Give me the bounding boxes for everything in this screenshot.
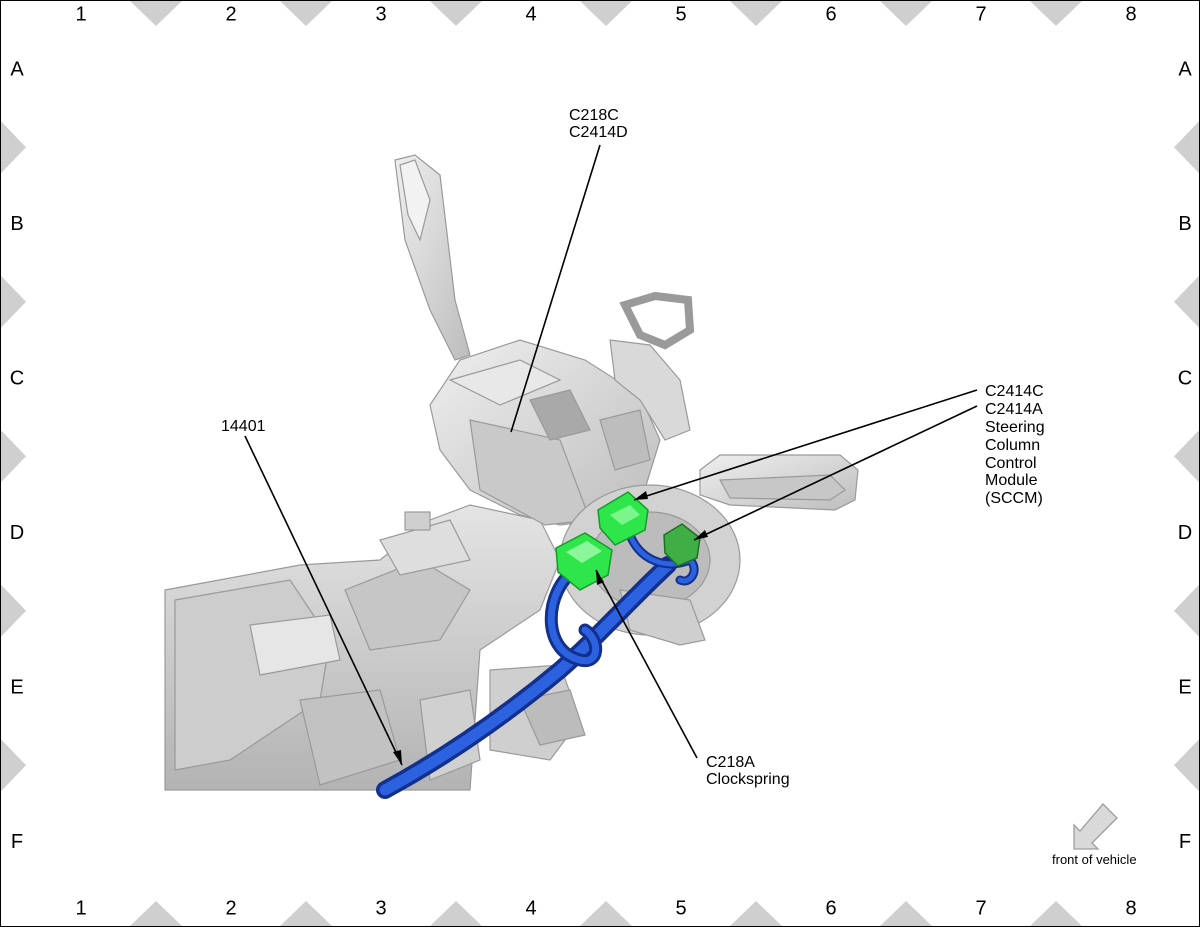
grid-row-label: A (1178, 58, 1192, 80)
grid-column-label: 1 (75, 897, 86, 919)
grid-marker (1, 275, 26, 328)
connector-c2414a-sccm (663, 523, 701, 567)
grid-column-label: 6 (825, 3, 836, 25)
callout-line: C2414A (985, 401, 1043, 418)
grid-column-label: 3 (375, 3, 386, 25)
leader-line-c2414c (633, 389, 978, 501)
callout-14401: 14401 (221, 418, 266, 435)
grid-row-label: C (1178, 367, 1192, 389)
grid-marker (1, 430, 26, 483)
callout-line: Steering (985, 419, 1045, 436)
front-of-vehicle-indicator: front of vehicle (1052, 803, 1137, 867)
callout-line: C218A (706, 754, 755, 771)
grid-column-label: 4 (525, 897, 536, 919)
grid-marker (730, 901, 782, 926)
leader-lines (244, 144, 978, 766)
grid-column-label: 1 (75, 3, 86, 25)
grid-row-label: E (1178, 676, 1191, 698)
grid-marker (280, 1, 332, 26)
callout-line: C2414D (569, 124, 628, 141)
grid-marker (430, 901, 482, 926)
grid-marker (880, 901, 932, 926)
grid-row-label: F (11, 831, 23, 853)
arrow-down-left-icon (1073, 803, 1118, 850)
grid-column-label: 8 (1125, 897, 1136, 919)
grid-marker (1030, 1, 1082, 26)
grid-marker (880, 1, 932, 26)
grid-column-label: 2 (225, 3, 236, 25)
callout-line: C2414C (985, 383, 1044, 400)
callout-sccm: C2414C C2414A Steering Column Control Mo… (985, 383, 1045, 507)
grid-marker (730, 1, 782, 26)
grid-column-label: 2 (225, 897, 236, 919)
grid-row-label: D (1178, 522, 1192, 544)
leader-line-14401 (244, 435, 403, 766)
grid-column-label: 5 (675, 897, 686, 919)
grid-marker (1030, 901, 1082, 926)
grid-row-label: D (10, 522, 24, 544)
grid-marker (280, 901, 332, 926)
grid-marker (580, 1, 632, 26)
grid-column-label: 7 (975, 897, 986, 919)
callout-line: C218C (569, 107, 619, 124)
grid-marker (1, 584, 26, 637)
connector-c2414c (597, 491, 649, 546)
callout-c218a-clockspring: C218A Clockspring (706, 754, 790, 788)
grid-marker (430, 1, 482, 26)
grid-column-label: 4 (525, 3, 536, 25)
grid-column-label: 7 (975, 3, 986, 25)
grid-marker (1174, 430, 1199, 483)
leader-line-c218c (510, 144, 601, 433)
front-of-vehicle-label: front of vehicle (1052, 852, 1137, 867)
grid-marker (1, 739, 26, 792)
callout-line: 14401 (221, 418, 266, 435)
grid-row-label: B (1178, 213, 1191, 235)
leader-line-c2414a (693, 405, 978, 541)
grid-row-label: F (1179, 831, 1191, 853)
grid-marker (1174, 275, 1199, 328)
callout-line: Module (985, 472, 1038, 489)
grid-column-label: 8 (1125, 3, 1136, 25)
callout-line: Column (985, 437, 1040, 454)
callout-line: (SCCM) (985, 490, 1043, 507)
grid-marker (580, 901, 632, 926)
steering-column-illustration (164, 154, 859, 791)
grid-marker (130, 901, 182, 926)
grid-column-label: 3 (375, 897, 386, 919)
grid-marker (1174, 121, 1199, 174)
leader-line-c218a (595, 569, 698, 759)
grid-marker (1174, 739, 1199, 792)
grid-row-label: A (10, 58, 24, 80)
callout-line: Clockspring (706, 771, 790, 788)
grid-marker (1, 121, 26, 174)
grid-row-label: E (10, 676, 23, 698)
callout-c218c-c2414d: C218C C2414D (569, 107, 628, 141)
grid-column-label: 5 (675, 3, 686, 25)
grid-column-label: 6 (825, 897, 836, 919)
grid-marker (130, 1, 182, 26)
grid-row-label: B (10, 213, 23, 235)
grid-row-label: C (10, 367, 24, 389)
grid-marker (1174, 584, 1199, 637)
leader-arrowheads (393, 491, 708, 765)
callout-line: Control (985, 455, 1037, 472)
